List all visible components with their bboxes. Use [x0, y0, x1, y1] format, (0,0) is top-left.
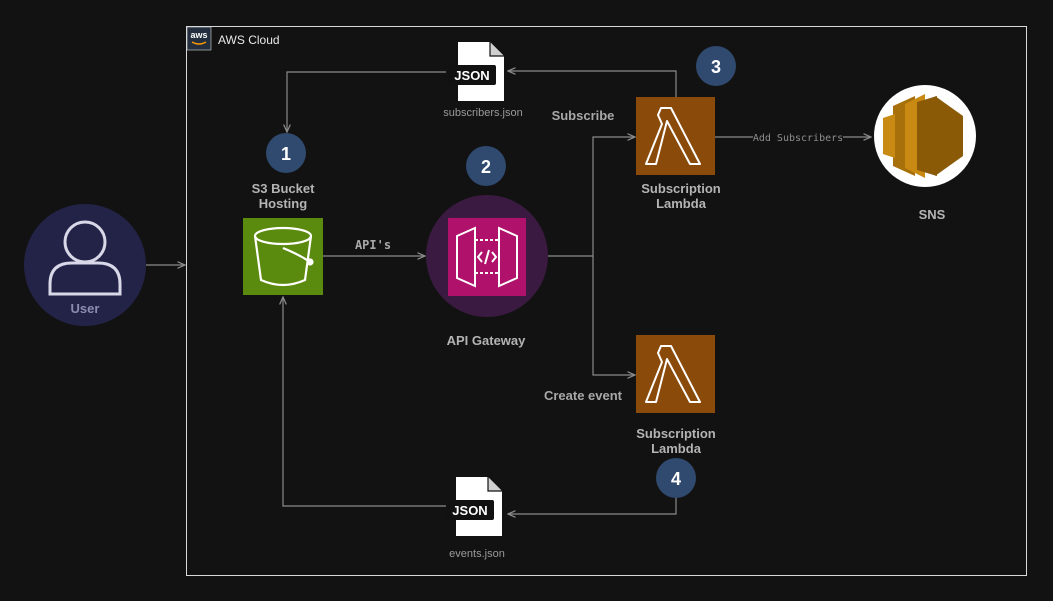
- s3-label-line1: S3 Bucket: [252, 181, 316, 196]
- events-json-name: events.json: [449, 548, 505, 560]
- svg-text:1: 1: [281, 144, 291, 164]
- subscription-lambda-bottom-node[interactable]: Subscription Lambda: [636, 335, 716, 456]
- step-badge-1: 1: [266, 133, 306, 173]
- aws-cloud-boundary: [186, 26, 1027, 576]
- sns-label: SNS: [919, 207, 946, 222]
- aws-cloud-group: aws AWS Cloud: [186, 26, 1027, 576]
- lambda-bottom-icon: [645, 345, 701, 403]
- sns-icon: [883, 94, 963, 178]
- svg-text:4: 4: [671, 469, 681, 489]
- lambda-bottom-label-line1: Subscription: [636, 426, 716, 441]
- events-json-badge: JSON: [452, 503, 487, 518]
- edge-label-subscribe: Subscribe: [552, 108, 615, 123]
- aws-cloud-title: AWS Cloud: [218, 33, 280, 47]
- subscribers-json-file[interactable]: JSON subscribers.json: [443, 42, 523, 119]
- lambda-top-label-line2: Lambda: [656, 196, 707, 211]
- edge-label-create-event: Create event: [544, 388, 623, 403]
- subscribers-json-name: subscribers.json: [443, 107, 522, 119]
- s3-bucket-node[interactable]: S3 Bucket Hosting: [243, 181, 323, 295]
- step-badge-2: 2: [466, 146, 506, 186]
- user-node[interactable]: User: [24, 204, 146, 326]
- edge-labels: API's Subscribe Create event Add Subscri…: [355, 108, 843, 403]
- edge-label-apis: API's: [355, 238, 391, 252]
- lambda-top-label-line1: Subscription: [641, 181, 721, 196]
- s3-label-line2: Hosting: [259, 196, 307, 211]
- s3-bucket-icon: [253, 226, 314, 287]
- edges: [146, 71, 871, 514]
- step-badges: 1 2 3 4: [266, 46, 736, 498]
- user-icon: [48, 220, 122, 296]
- step-badge-3: 3: [696, 46, 736, 86]
- events-json-file[interactable]: JSON events.json: [446, 477, 505, 560]
- aws-logo-text: aws: [190, 30, 207, 40]
- svg-text:2: 2: [481, 157, 491, 177]
- step-badge-4: 4: [656, 458, 696, 498]
- edge-gateway-to-subscribe-lambda: [548, 137, 635, 257]
- edge-subscribers-json-to-s3: [287, 71, 446, 132]
- lambda-bottom-label-line2: Lambda: [651, 441, 702, 456]
- aws-logo-icon: [186, 26, 212, 51]
- edge-lambda-to-subscribers-json: [508, 71, 677, 97]
- s3-bucket-box: [243, 218, 323, 295]
- sns-node[interactable]: SNS: [874, 85, 976, 222]
- edge-label-add-subscribers: Add Subscribers: [753, 133, 843, 144]
- subscribers-json-badge: JSON: [454, 68, 489, 83]
- edge-gateway-to-event-lambda: [592, 256, 635, 375]
- api-gateway-label: API Gateway: [447, 333, 527, 348]
- svg-text:3: 3: [711, 57, 721, 77]
- subscription-lambda-top-node[interactable]: Subscription Lambda: [636, 97, 721, 211]
- api-gateway-icon: [456, 226, 518, 288]
- edge-lambda-to-events-json: [508, 492, 677, 514]
- lambda-top-icon: [645, 107, 701, 165]
- edge-events-json-to-s3: [283, 297, 446, 507]
- user-label: User: [71, 301, 100, 316]
- api-gateway-node[interactable]: API Gateway: [426, 195, 548, 348]
